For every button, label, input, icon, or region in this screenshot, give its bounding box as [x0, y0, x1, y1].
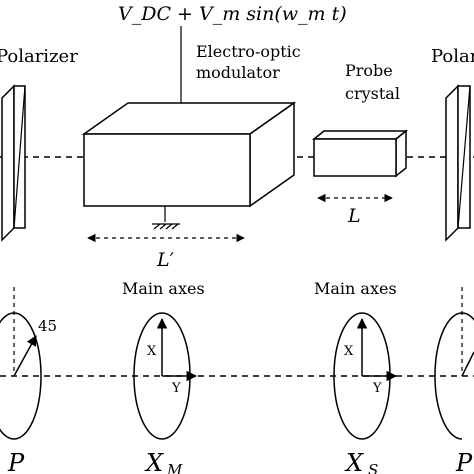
angle-label: 45 [38, 317, 57, 335]
analyzer-symbol: P [455, 449, 473, 474]
modulator-axis-y-label: Y [171, 381, 181, 396]
probe-crystal-label-line1: Probe [345, 61, 393, 80]
probe-crystal-label-line2: crystal [345, 84, 400, 103]
modulator-main-axes-label: Main axes [122, 279, 205, 298]
probe-crystal [311, 129, 409, 178]
modulator-length-label: L′ [156, 249, 175, 271]
ground-symbol [152, 206, 180, 230]
right-polarizer-label: Polar [431, 46, 474, 67]
polarizer-state [0, 287, 42, 440]
polarization-vector [13, 335, 37, 377]
crystal-length-label: L [347, 205, 361, 227]
crystal-symbol: X [344, 449, 364, 474]
drive-signal-label: V_DC + V_m sin(w_m t) [118, 3, 347, 25]
crystal-axis-y-label: Y [372, 381, 382, 396]
analyzer-vector [461, 351, 474, 377]
crystal-axis-x-label: X [344, 344, 354, 359]
left-polarizer-diagonal [13, 85, 26, 229]
crystal-main-axes-label: Main axes [314, 279, 397, 298]
crystal-symbol-subscript: S [368, 461, 378, 474]
left-polarizer-label: Polarizer [0, 46, 78, 67]
analyzer-state [434, 287, 474, 440]
modulator-state [133, 312, 198, 440]
crystal-state [333, 312, 398, 440]
modulator-label-line2: modulator [196, 63, 280, 82]
electro-optic-modulator [81, 101, 297, 208]
modulator-label-line1: Electro-optic [196, 42, 301, 61]
right-polarizer-diagonal [457, 85, 471, 229]
modulator-symbol-subscript: M [166, 461, 183, 474]
modulator-symbol: X [144, 449, 164, 474]
modulator-axis-x-label: X [147, 344, 157, 359]
left-polarizer [1, 84, 26, 242]
polarizer-symbol: P [7, 449, 25, 474]
right-polarizer [445, 84, 471, 242]
